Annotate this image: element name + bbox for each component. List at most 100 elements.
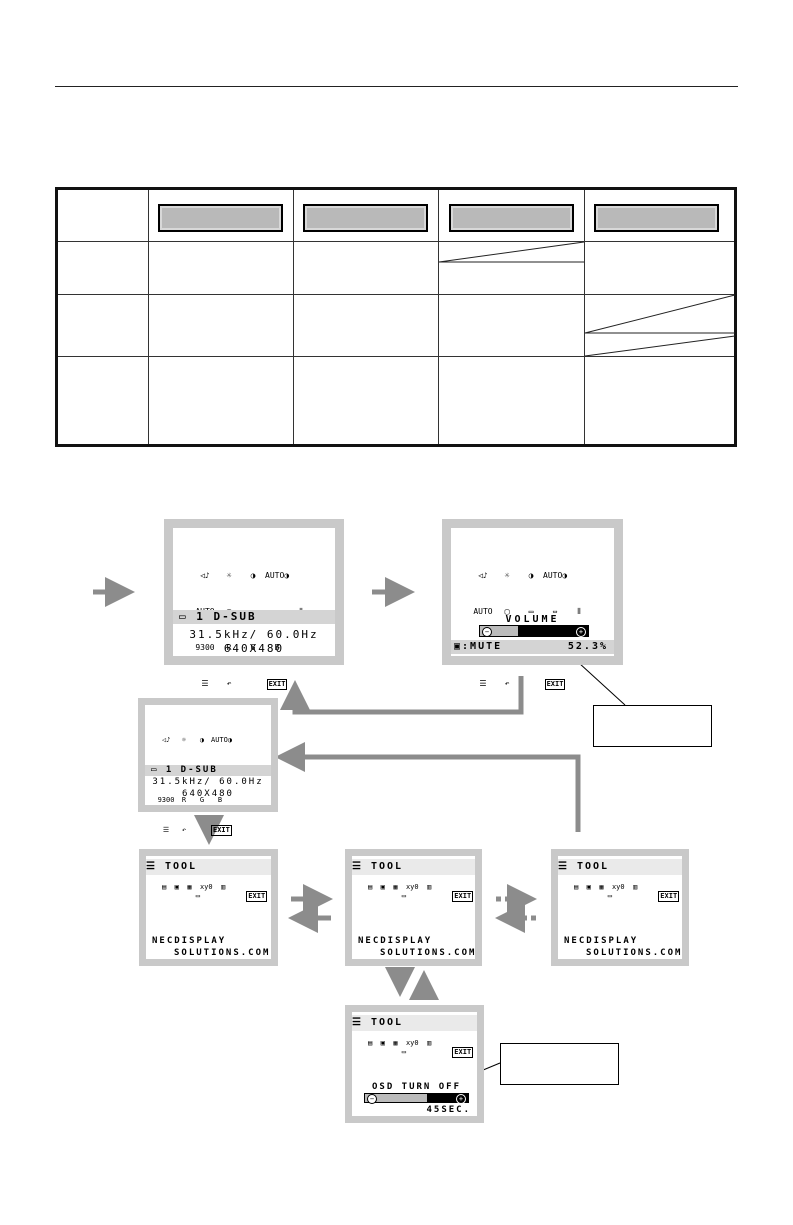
language-icon: ▤ [368, 1039, 373, 1047]
website-line1: NECDISPLAY [564, 936, 639, 946]
volume-slider-fill [517, 626, 588, 636]
blue-icon: B [274, 643, 280, 652]
information-icon: ▥ [633, 883, 638, 891]
exit-icon: EXIT [452, 1047, 474, 1058]
osd-timer-icon: ▣ [380, 1039, 385, 1047]
reset-icon: ↶ [504, 679, 510, 688]
contrast-icon: ◑ [199, 736, 205, 744]
tool-title-bar: ☰ TOOL [352, 859, 475, 875]
volume-percent: 52.3% [567, 641, 608, 652]
osd-timer-icon: ▣ [174, 883, 179, 891]
volume-slider[interactable]: − + [479, 625, 589, 637]
osd-tool-screen-3: ☰ TOOL ▤ ▣ ▦ xy0 ▥ ▭ EXIT NECDISPLAY SOL… [551, 849, 689, 966]
osd-tool-screen-1: ☰ TOOL ▤ ▣ ▦ xy0 ▥ ▭ EXIT NECDISPLAY SOL… [139, 849, 278, 966]
mute-key-icon: ▣ [454, 641, 463, 652]
tool-title: TOOL [165, 861, 198, 872]
tool-icon: ☰ [352, 861, 363, 872]
website-line1: NECDISPLAY [358, 936, 433, 946]
auto-contrast-icon: AUTO◑ [265, 571, 290, 580]
frequency-text: 31.5kHz/ 60.0Hz [152, 777, 264, 787]
table-row-divider [58, 241, 734, 242]
xy-label: xy0 [611, 883, 625, 891]
tool-title: TOOL [577, 861, 610, 872]
contrast-icon: ◑ [528, 571, 534, 580]
plus-icon: + [456, 1094, 466, 1104]
blue-icon: B [217, 796, 223, 804]
table-col-divider [148, 190, 149, 444]
button-key-box-1 [158, 204, 283, 232]
volume-icon: ◁♪ [200, 571, 210, 580]
table-col-divider [584, 190, 585, 444]
volume-icon: ◁♪ [161, 736, 171, 744]
tool-panel: ☰ TOOL ▤ ▣ ▦ xy0 ▥ ▭ EXIT OSD TURN OFF −… [352, 1012, 477, 1116]
mute-label: :MUTE [462, 641, 503, 652]
tool-icon-row: ▤ ▣ ▦ xy0 ▥ ▭ EXIT [368, 1039, 474, 1058]
website-line2: SOLUTIONS.COM [174, 948, 271, 958]
osd-turnoff-value: 45SEC. [426, 1105, 471, 1115]
volume-callout-box [593, 705, 712, 747]
tool-panel: ☰ TOOL ▤ ▣ ▦ xy0 ▥ ▭ EXIT NECDISPLAY SOL… [352, 856, 475, 959]
brightness-icon: ☼ [504, 571, 510, 580]
tool-title: TOOL [371, 861, 404, 872]
language-icon: ▤ [162, 883, 167, 891]
resolution-text: 640X480 [182, 789, 234, 799]
tool-title-bar: ☰ TOOL [146, 859, 271, 875]
xy-label: xy0 [405, 883, 419, 891]
tool-icon-row: ▤ ▣ ▦ xy0 ▥ ▭ EXIT [574, 883, 680, 902]
table-diagonal-lines [438, 241, 735, 357]
osd-turnoff-slider-fill [426, 1094, 468, 1102]
resolution-icon: ▭ [401, 1048, 406, 1056]
osd-turnoff-label: OSD TURN OFF [372, 1082, 462, 1092]
tool-panel: ☰ TOOL ▤ ▣ ▦ xy0 ▥ ▭ EXIT NECDISPLAY SOL… [558, 856, 682, 959]
color-temp-icon: 9300 [157, 796, 175, 804]
lock-icon: ▦ [599, 883, 604, 891]
red-icon: R [181, 796, 187, 804]
tool-icon: ☰ [201, 679, 209, 688]
tool-icon: ☰ [162, 826, 170, 834]
xy-label: xy0 [199, 883, 213, 891]
exit-icon: EXIT [266, 679, 288, 690]
tool-icon-row: ▤ ▣ ▦ xy0 ▥ ▭ EXIT [368, 883, 474, 902]
table-row-divider [58, 294, 734, 295]
button-key-box-2 [303, 204, 428, 232]
position-icon: ▢ [504, 607, 510, 616]
plus-icon: + [576, 627, 586, 637]
tool-title-bar: ☰ TOOL [558, 859, 682, 875]
table-col-divider [438, 190, 439, 444]
tool-icon: ☰ [146, 861, 157, 872]
auto-adjust-icon: AUTO [473, 607, 493, 616]
exit-icon: EXIT [452, 891, 474, 902]
website-line2: SOLUTIONS.COM [586, 948, 683, 958]
table-col-divider [293, 190, 294, 444]
language-icon: ▤ [368, 883, 373, 891]
color-temp-icon: 9300 [195, 643, 215, 652]
exit-icon: EXIT [658, 891, 680, 902]
input-label: 1 D-SUB [165, 765, 218, 775]
tool-icon: ☰ [558, 861, 569, 872]
osd-turnoff-slider[interactable]: − + [364, 1093, 469, 1104]
green-icon: G [250, 643, 256, 652]
input-bar: ▭ 1 D-SUB [145, 765, 271, 776]
minus-icon: − [482, 627, 492, 637]
input-bar: ▭ 1 D-SUB [173, 610, 335, 624]
size-icon: ▭ [528, 607, 534, 616]
information-icon: ▥ [427, 1039, 432, 1047]
brightness-icon: ☼ [226, 571, 232, 580]
brightness-icon: ☼ [181, 736, 187, 744]
table-row-divider [58, 356, 734, 357]
osd-timer-icon: ▣ [586, 883, 591, 891]
phase-icon: ⦀ [577, 607, 581, 616]
tool-icon: ☰ [479, 679, 487, 688]
tool-title: TOOL [371, 1017, 404, 1028]
tool-icon: ☰ [352, 1017, 363, 1028]
control-table [55, 187, 737, 447]
input-label: 1 D-SUB [196, 610, 257, 623]
input-signal-icon: ▭ [151, 765, 159, 775]
reset-icon: ↶ [181, 826, 187, 834]
